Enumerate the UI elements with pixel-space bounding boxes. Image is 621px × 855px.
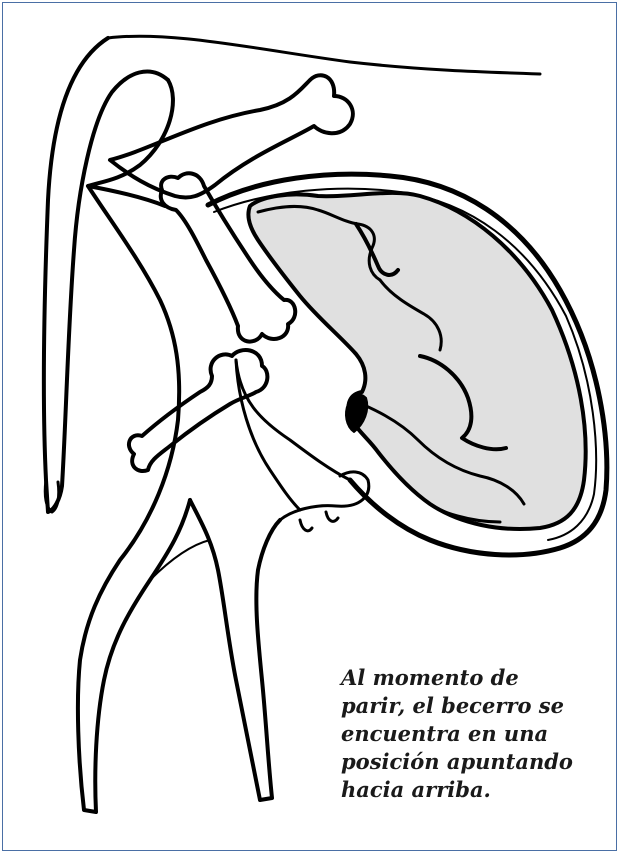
uterus-lower (236, 360, 350, 480)
hind-leg-right (190, 500, 280, 800)
cow-flank-line (150, 540, 210, 580)
figure-caption: Al momento de parir, el becerro se encue… (341, 664, 601, 804)
caption-line-3: encuentra en una (341, 720, 601, 748)
caption-line-1: Al momento de (341, 664, 601, 692)
cow-back-line (108, 36, 540, 74)
hind-leg-left (78, 186, 190, 812)
caption-line-4: posición apuntando (341, 748, 601, 776)
udder-teats (300, 512, 338, 531)
femur-bone (129, 350, 267, 471)
calf-body (248, 193, 585, 529)
cow-tail (44, 38, 168, 512)
cow-udder (280, 472, 369, 520)
caption-line-5: hacia arriba. (341, 776, 601, 804)
caption-line-2: parir, el becerro se (341, 692, 601, 720)
pelvis-bone-upper (110, 75, 353, 197)
